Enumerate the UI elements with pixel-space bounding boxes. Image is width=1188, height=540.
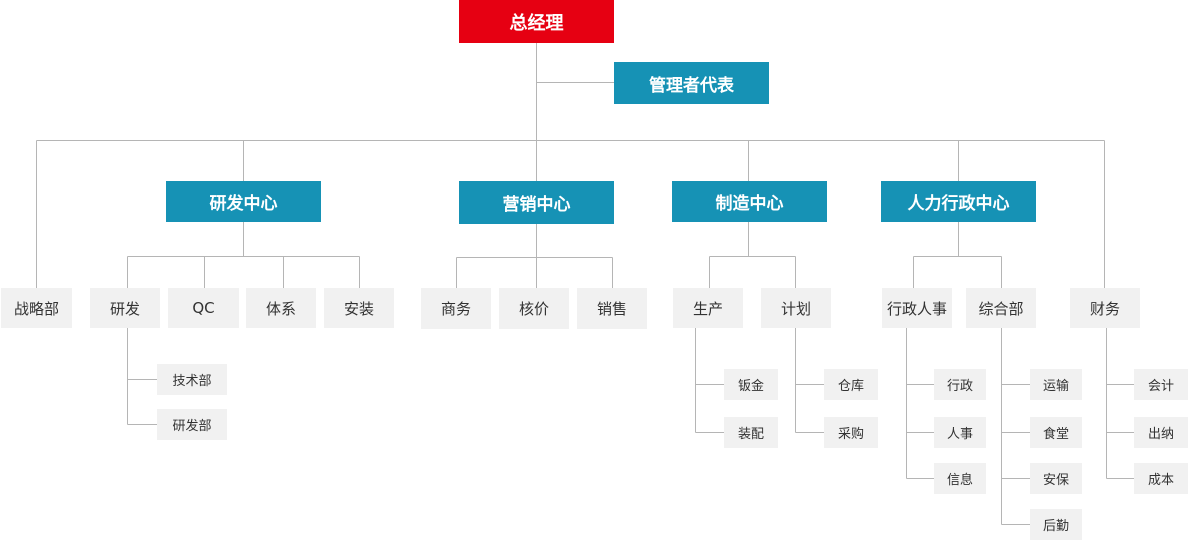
sub-personnel: 人事 — [934, 417, 986, 448]
general-manager-box: 总经理 — [459, 0, 614, 43]
rnd-center-box: 研发中心 — [166, 181, 321, 222]
sub-assembly: 装配 — [724, 417, 778, 448]
dept-install: 安装 — [324, 288, 394, 328]
dept-sales: 销售 — [577, 288, 647, 329]
manufacturing-center-box: 制造中心 — [672, 181, 827, 222]
sub-logistics: 后勤 — [1030, 509, 1082, 540]
sub-admin: 行政 — [934, 369, 986, 400]
dept-rnd: 研发 — [90, 288, 160, 328]
dept-qc: QC — [168, 288, 239, 328]
dept-finance: 财务 — [1070, 288, 1140, 328]
sub-warehouse: 仓库 — [824, 369, 878, 400]
sub-purchasing: 采购 — [824, 417, 878, 448]
sub-accounting: 会计 — [1134, 369, 1188, 400]
sub-info: 信息 — [934, 463, 986, 494]
dept-planning: 计划 — [761, 288, 831, 328]
dept-business: 商务 — [421, 288, 491, 329]
sub-tech-dept: 技术部 — [157, 364, 227, 395]
sub-canteen: 食堂 — [1030, 417, 1082, 448]
sub-security: 安保 — [1030, 463, 1082, 494]
dept-general: 综合部 — [966, 288, 1036, 328]
dept-production: 生产 — [673, 288, 743, 328]
sub-cost: 成本 — [1134, 463, 1188, 494]
dept-pricing: 核价 — [499, 288, 569, 329]
dept-admin-hr: 行政人事 — [882, 288, 952, 328]
marketing-center-box: 营销中心 — [459, 181, 614, 224]
sub-rnd-dept: 研发部 — [157, 409, 227, 440]
sub-sheet-metal: 钣金 — [724, 369, 778, 400]
sub-transport: 运输 — [1030, 369, 1082, 400]
dept-system: 体系 — [246, 288, 316, 328]
dept-strategy: 战略部 — [1, 288, 72, 328]
hr-admin-center-box: 人力行政中心 — [881, 181, 1036, 222]
management-representative-box: 管理者代表 — [614, 62, 769, 104]
sub-cashier: 出纳 — [1134, 417, 1188, 448]
